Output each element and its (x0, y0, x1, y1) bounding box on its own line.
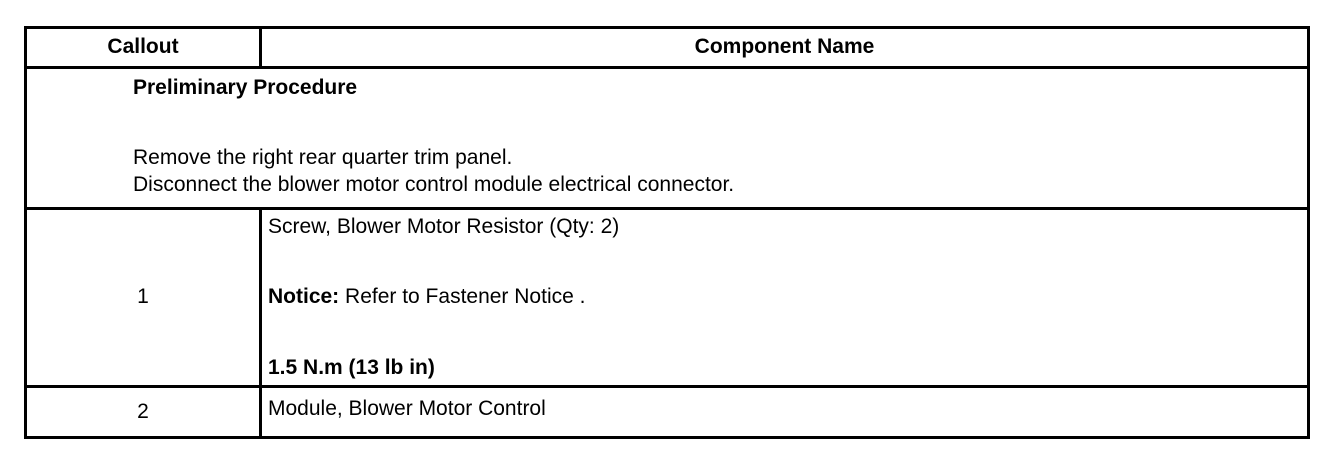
component-name: Module, Blower Motor Control (259, 385, 1310, 439)
preliminary-step: Disconnect the blower motor control modu… (133, 172, 735, 196)
table-row: 2 Module, Blower Motor Control (24, 385, 1310, 439)
notice-label: Notice: (268, 285, 340, 309)
header-row: Callout Component Name (24, 26, 1310, 69)
component-name: Screw, Blower Motor Resistor (Qty: 2) (268, 215, 620, 238)
torque-spec: 1.5 N.m (13 lb in) (268, 355, 435, 379)
preliminary-row: Preliminary Procedure Remove the right r… (24, 66, 1310, 210)
header-callout: Callout (24, 26, 262, 69)
callout-number: 2 (24, 385, 262, 439)
preliminary-procedure: Preliminary Procedure Remove the right r… (24, 66, 1310, 210)
preliminary-step: Remove the right rear quarter trim panel… (133, 146, 513, 170)
header-component-name: Component Name (259, 26, 1310, 69)
component-table: Callout Component Name Preliminary Proce… (24, 26, 1310, 439)
table-row: 1 Screw, Blower Motor Resistor (Qty: 2) … (24, 207, 1310, 388)
notice-line: Notice: Refer to Fastener Notice . (268, 284, 1307, 310)
notice-text: Refer to Fastener Notice . (339, 285, 586, 309)
component-name-cell: Screw, Blower Motor Resistor (Qty: 2) No… (259, 207, 1310, 388)
preliminary-title: Preliminary Procedure (133, 76, 358, 99)
callout-number: 1 (24, 207, 262, 388)
